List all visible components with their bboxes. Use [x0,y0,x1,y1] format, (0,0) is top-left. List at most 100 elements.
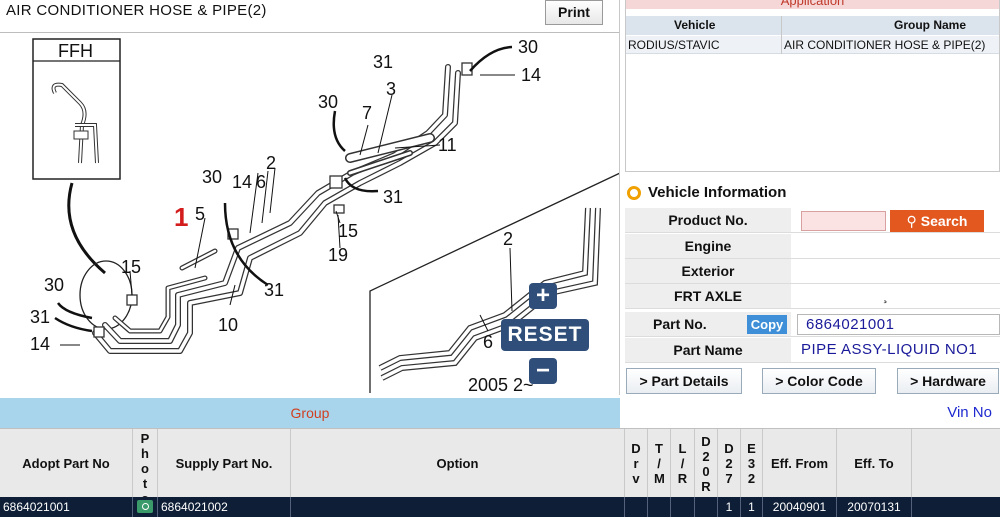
camera-icon[interactable] [137,500,153,513]
reset-button[interactable]: RESET [501,319,589,351]
row-vehicle: RODIUS/STAVIC [628,38,720,52]
color-code-button[interactable]: > Color Code [762,368,876,394]
title-divider [0,32,619,33]
row-exterior: Exterior [625,259,1000,284]
svg-text:5: 5 [195,204,205,224]
svg-text:7: 7 [362,103,372,123]
header-tm[interactable]: T / M [648,429,671,498]
svg-text:1: 1 [174,202,188,232]
column-divider [781,16,782,54]
variant-inset [369,172,619,393]
svg-text:14: 14 [30,334,50,354]
table-row[interactable]: 6864021001 6864021002 1 1 20040901 20070… [0,497,1000,517]
copy-button[interactable]: Copy [747,315,787,334]
part-details-button[interactable]: > Part Details [626,368,742,394]
print-button[interactable]: Print [545,0,603,25]
zoom-out-button[interactable]: − [529,358,557,384]
cell-drv [625,497,648,517]
header-drv[interactable]: D r v [625,429,648,498]
cell-tm [648,497,671,517]
row-engine: Engine [625,234,1000,259]
cell-blank [912,497,1000,517]
header-e32[interactable]: E 3 2 [741,429,763,498]
diagram-title: AIR CONDITIONER HOSE & PIPE(2) [6,2,267,19]
svg-text:30: 30 [44,275,64,295]
bullet-icon [627,186,641,200]
cell-eff-to: 20070131 [837,497,912,517]
col-vehicle: Vehicle [674,18,716,32]
application-header: Application [626,0,999,9]
diagram-panel: AIR CONDITIONER HOSE & PIPE(2) Print FFH [0,0,620,395]
inset-label: FFH [58,41,93,61]
row-part-no: Part No. Copy 6864021001 [625,312,1000,337]
cell-lr [671,497,695,517]
svg-text:15: 15 [338,221,358,241]
svg-text:31: 31 [264,280,284,300]
vin-label[interactable]: Vin No [620,398,1000,428]
grid-header: Adopt Part No P h o t o Supply Part No. … [0,428,1000,498]
svg-text:3: 3 [386,79,396,99]
svg-text:10: 10 [218,315,238,335]
part-no-value: 6864021001 [806,316,895,333]
svg-text:31: 31 [30,307,50,327]
svg-text:31: 31 [373,52,393,72]
group-bar[interactable]: Group [0,398,620,428]
svg-text:11: 11 [438,135,457,155]
engine-label: Engine [625,234,791,258]
svg-text:30: 30 [318,92,338,112]
part-name-label: Part Name [625,338,791,362]
header-blank [912,429,1000,498]
frt-axle-value: ¸ [883,287,889,304]
callout-labels: 30 31 3 14 30 7 11 31 30 14 6 2 1 5 15 1… [30,37,541,395]
hardware-button[interactable]: > Hardware [897,368,999,394]
svg-text:6: 6 [256,172,266,192]
row-group-name: AIR CONDITIONER HOSE & PIPE(2) [784,38,986,52]
cell-option [291,497,625,517]
svg-text:14: 14 [232,172,252,192]
header-eff-to[interactable]: Eff. To [837,429,912,498]
header-eff-from[interactable]: Eff. From [763,429,837,498]
header-adopt-part-no[interactable]: Adopt Part No [0,429,133,498]
svg-text:19: 19 [328,245,348,265]
svg-text:30: 30 [202,167,222,187]
part-name-value: PIPE ASSY-LIQUID NO1 [801,341,978,358]
svg-text:2: 2 [266,153,276,173]
svg-text:31: 31 [383,187,403,207]
zoom-in-button[interactable]: + [529,283,557,309]
parts-diagram[interactable]: FFH [0,33,620,395]
svg-text:14: 14 [521,65,541,85]
svg-text:2: 2 [503,229,513,249]
application-column-headers: Vehicle Group Name [626,16,999,35]
header-d27[interactable]: D 2 7 [718,429,741,498]
exterior-label: Exterior [625,259,791,283]
part-no-field[interactable]: 6864021001 [797,314,1000,335]
cell-e32: 1 [741,497,763,517]
product-no-label: Product No. [625,208,791,232]
product-no-input[interactable] [801,211,886,231]
cell-photo[interactable] [133,497,158,517]
row-part-name: Part Name PIPE ASSY-LIQUID NO1 [625,338,1000,363]
search-button[interactable]: ⚲Search [890,210,984,232]
application-row[interactable]: RODIUS/STAVIC AIR CONDITIONER HOSE & PIP… [626,36,999,54]
vehicle-info-title: Vehicle Information [648,184,787,201]
cell-adopt-part-no: 6864021001 [0,497,133,517]
ffh-inset: FFH [32,38,121,180]
col-group-name: Group Name [894,18,967,32]
header-option[interactable]: Option [291,429,625,498]
cell-d20r [695,497,718,517]
svg-text:2005 2~: 2005 2~ [468,375,534,395]
svg-text:15: 15 [121,257,141,277]
row-frt-axle: FRT AXLE ¸ [625,284,1000,309]
header-supply-part-no[interactable]: Supply Part No. [158,429,291,498]
application-panel: Application Vehicle Group Name RODIUS/ST… [625,0,1000,172]
frt-axle-label: FRT AXLE [625,284,791,308]
header-d20r[interactable]: D 2 0 R [695,429,718,498]
header-photo[interactable]: P h o t o [133,429,158,498]
cell-d27: 1 [718,497,741,517]
search-icon: ⚲ [906,213,917,229]
cell-eff-from: 20040901 [763,497,837,517]
header-lr[interactable]: L / R [671,429,695,498]
row-product-no: Product No. ⚲Search [625,208,1000,233]
pipe-assembly[interactable] [92,64,461,354]
svg-text:30: 30 [518,37,538,57]
